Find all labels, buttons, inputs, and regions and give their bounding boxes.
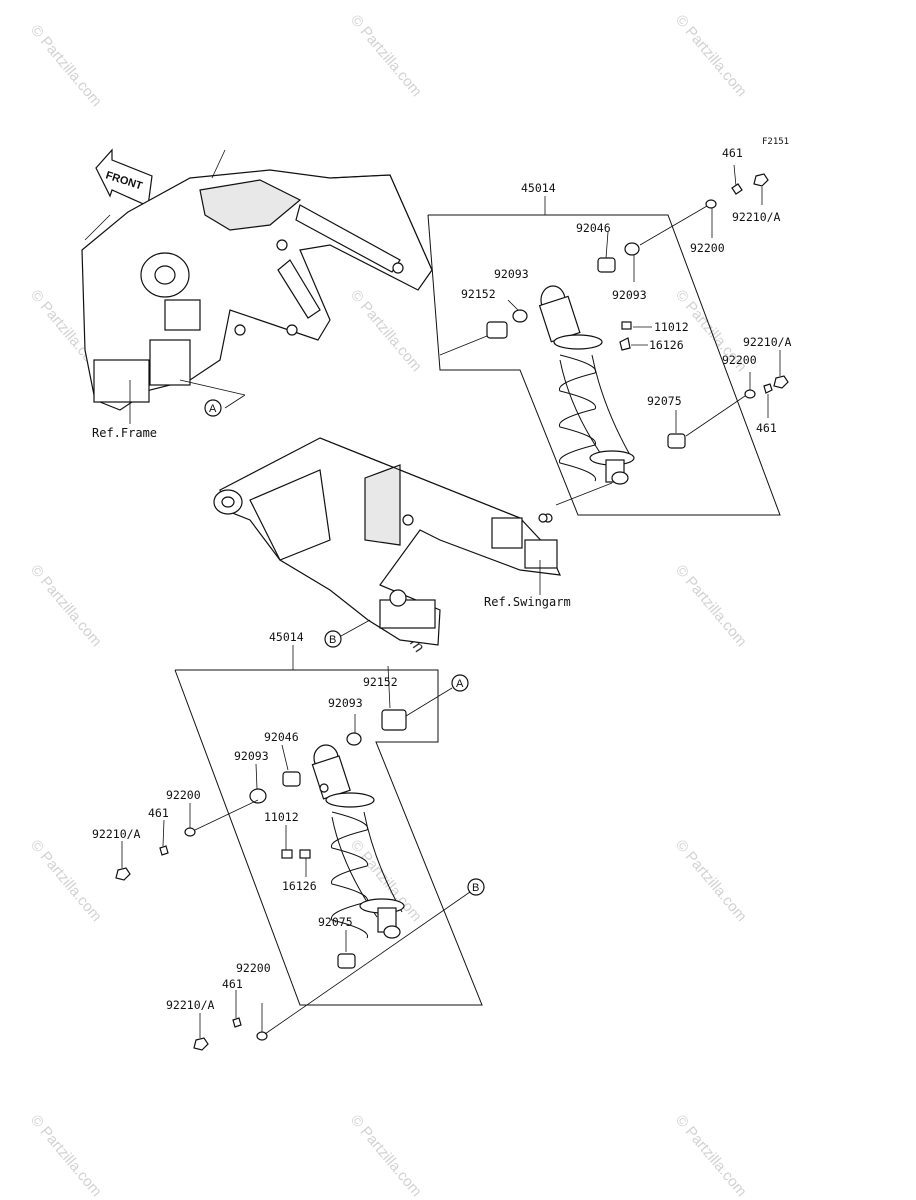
upper-part-461-top: 461 <box>722 146 743 160</box>
upper-part-92046: 92046 <box>576 221 611 235</box>
watermark: © Partzilla.com <box>672 562 750 650</box>
upper-part-92200-bottom: 92200 <box>722 353 757 367</box>
svg-text:A: A <box>209 403 217 415</box>
upper-bushing-92152 <box>486 321 508 339</box>
watermark: © Partzilla.com <box>347 1112 425 1200</box>
lower-bushing-92152 <box>381 709 407 731</box>
callout-a-lower: A <box>451 674 469 692</box>
lower-shock-absorber <box>311 744 405 939</box>
upper-part-461-bottom: 461 <box>756 421 777 435</box>
lower-cap-16126 <box>299 849 311 859</box>
figure-code: F2151 <box>762 137 789 147</box>
upper-nut-92210a-bottom <box>773 375 789 389</box>
upper-cap-16126 <box>619 337 631 351</box>
upper-part-11012: 11012 <box>654 320 689 334</box>
lower-bushing-92075 <box>337 953 356 969</box>
upper-part-92200-top: 92200 <box>690 241 725 255</box>
lower-part-92152: 92152 <box>363 675 398 689</box>
watermark: © Partzilla.com <box>27 22 105 110</box>
watermark: © Partzilla.com <box>27 1112 105 1200</box>
ref-frame-label: Ref.Frame <box>92 426 157 440</box>
upper-part-92075: 92075 <box>647 394 682 408</box>
upper-part-92093-left: 92093 <box>494 267 529 281</box>
lower-part-45014: 45014 <box>269 630 304 644</box>
upper-part-92210a-bottom: 92210/A <box>743 335 792 349</box>
lower-washer-92093-left <box>249 788 267 804</box>
upper-part-92093-right: 92093 <box>612 288 647 302</box>
upper-part-92152: 92152 <box>461 287 496 301</box>
watermark: © Partzilla.com <box>27 837 105 925</box>
upper-washer-92093-right <box>624 242 640 256</box>
upper-bushing-92075 <box>667 433 686 449</box>
lower-grease-nipple-11012 <box>281 849 293 859</box>
watermark: © Partzilla.com <box>347 12 425 100</box>
lower-part-16126: 16126 <box>282 879 317 893</box>
lower-bushing-92046 <box>282 771 301 787</box>
watermark: © Partzilla.com <box>672 837 750 925</box>
watermark: © Partzilla.com <box>672 1112 750 1200</box>
lower-part-92210a-top: 92210/A <box>92 827 141 841</box>
callout-b-lower: B <box>467 878 485 896</box>
upper-washer-461-top <box>731 183 743 195</box>
lower-part-92210a-bottom: 92210/A <box>166 998 215 1012</box>
lower-part-92093-left: 92093 <box>234 749 269 763</box>
lower-part-92075: 92075 <box>318 915 353 929</box>
svg-text:A: A <box>456 678 464 690</box>
upper-nut-92210a-top <box>753 173 769 187</box>
upper-washer-92200-bottom <box>744 389 756 399</box>
lower-part-92200-bottom: 92200 <box>236 961 271 975</box>
lower-nut-92210a-bottom <box>193 1037 209 1051</box>
front-arrow-icon: FRONT <box>95 148 153 207</box>
watermark: © Partzilla.com <box>27 562 105 650</box>
lower-washer-461-bottom <box>232 1017 242 1028</box>
callout-a-frame: A <box>204 399 222 417</box>
lower-shock-group: 45014 A B <box>92 630 485 1051</box>
lower-nut-92210a-top <box>115 867 131 881</box>
upper-part-92210a-top: 92210/A <box>732 210 781 224</box>
upper-shock-group: 45014 <box>427 146 792 523</box>
lower-washer-92093-right <box>346 732 362 746</box>
lower-part-461-bottom: 461 <box>222 977 243 991</box>
svg-text:B: B <box>329 634 336 646</box>
callout-b-swingarm: B <box>324 630 342 648</box>
upper-part-16126: 16126 <box>649 338 684 352</box>
svg-text:B: B <box>472 882 479 894</box>
upper-grease-nipple-11012 <box>621 321 632 330</box>
lower-part-461-top: 461 <box>148 806 169 820</box>
watermark: © Partzilla.com <box>672 12 750 100</box>
upper-washer-461-bottom <box>763 383 773 394</box>
watermark: © Partzilla.com <box>347 287 425 375</box>
frame-illustration <box>81 149 433 411</box>
upper-bushing-92046 <box>597 257 616 273</box>
lower-part-11012: 11012 <box>264 810 299 824</box>
ref-swingarm-label: Ref.Swingarm <box>484 595 571 609</box>
lower-part-92200-top: 92200 <box>166 788 201 802</box>
lower-washer-92200-top <box>184 827 196 837</box>
upper-shock-absorber <box>538 285 635 485</box>
lower-part-92093-right: 92093 <box>328 696 363 710</box>
swingarm-illustration <box>213 437 561 646</box>
upper-washer-92093-left <box>512 309 528 323</box>
upper-washer-92200-top <box>705 199 717 209</box>
upper-part-45014: 45014 <box>521 181 556 195</box>
lower-part-92046: 92046 <box>264 730 299 744</box>
lower-washer-461-top <box>159 845 169 856</box>
